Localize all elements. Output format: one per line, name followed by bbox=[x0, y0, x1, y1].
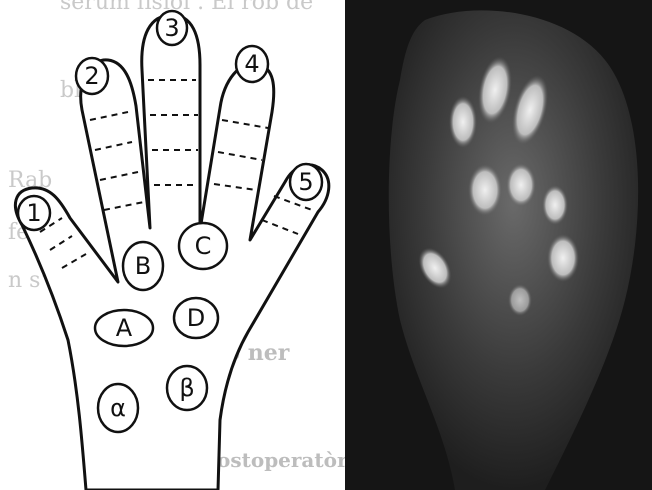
region-label-a: A bbox=[116, 314, 133, 342]
finger-label-4: 4 bbox=[244, 50, 259, 78]
region-label-d: D bbox=[187, 304, 205, 332]
region-label-beta: β bbox=[179, 374, 194, 402]
finger-label-2: 2 bbox=[84, 62, 99, 90]
thermal-hand-image bbox=[345, 0, 652, 490]
hot-spot-9 bbox=[508, 284, 532, 316]
region-label-b: B bbox=[135, 252, 151, 280]
finger-label-5: 5 bbox=[298, 168, 313, 196]
hand-outline bbox=[15, 15, 328, 490]
hot-spot-5 bbox=[506, 163, 536, 207]
hot-spot-4 bbox=[468, 164, 502, 216]
hot-spot-8 bbox=[547, 234, 579, 282]
region-label-alpha: α bbox=[110, 394, 126, 422]
finger-label-3: 3 bbox=[164, 14, 179, 42]
hot-spot-6 bbox=[542, 185, 568, 225]
finger-label-1: 1 bbox=[26, 199, 41, 227]
hot-spot-3 bbox=[449, 96, 477, 148]
region-label-c: C bbox=[195, 232, 212, 260]
